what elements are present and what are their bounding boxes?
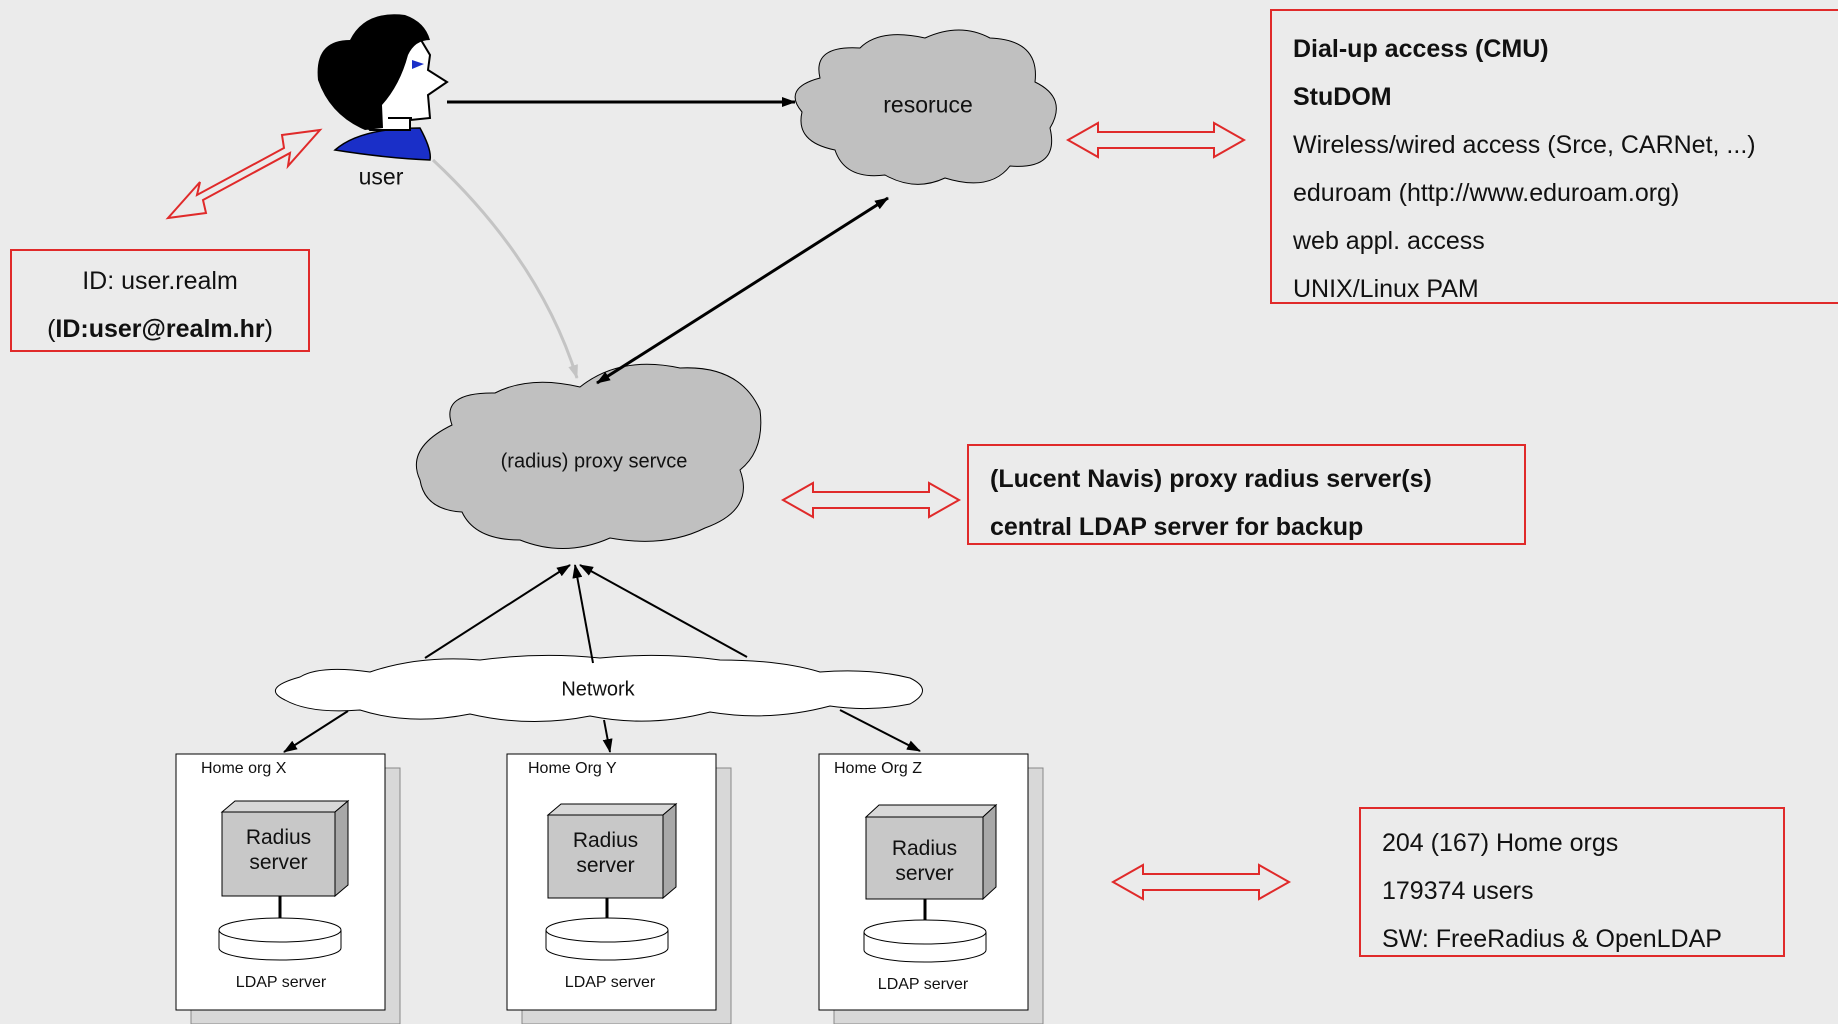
user-icon xyxy=(317,14,449,161)
id-paren-open: ( xyxy=(47,315,56,343)
stats-line: 204 (167) Home orgs xyxy=(1382,829,1619,857)
access-line: Wireless/wired access (Srce, CARNet, ...… xyxy=(1293,131,1756,159)
access-line: eduroam (http://www.eduroam.org) xyxy=(1293,179,1680,207)
access-line: web appl. access xyxy=(1293,227,1485,255)
home-org-z-radius-label: Radius server xyxy=(891,837,958,885)
proxy-line: central LDAP server for backup xyxy=(990,513,1364,541)
user-to-proxy-arrow xyxy=(431,158,579,379)
home-org-y-title: Home Org Y xyxy=(528,760,617,777)
home-org-z-ldap-label: LDAP server xyxy=(877,976,969,993)
proxy-resource-arrow xyxy=(596,196,889,385)
network-to-proxy-arrow-2 xyxy=(572,564,594,664)
home-org-y-radius-label: Radius server xyxy=(572,829,639,877)
home-org-x-title: Home org X xyxy=(201,760,287,777)
access-box: Dial-up access (CMU) StuDOM Wireless/wir… xyxy=(1270,9,1838,304)
id-box: ID: user.realm (ID:user@realm.hr) xyxy=(10,249,310,352)
network-cloud-label: Network xyxy=(561,678,635,701)
home-org-x-radius-label: Radius server xyxy=(245,826,312,874)
network-to-org-y-arrow xyxy=(602,719,613,753)
proxy-box: (Lucent Navis) proxy radius server(s) ce… xyxy=(967,444,1526,545)
network-to-org-z-arrow xyxy=(839,709,921,752)
id-line-2: (ID:user@realm.hr) xyxy=(12,305,308,353)
proxy-line: (Lucent Navis) proxy radius server(s) xyxy=(990,465,1432,493)
home-org-z-panel xyxy=(818,753,1044,1024)
stats-line: 179374 users xyxy=(1382,877,1534,905)
id-full: ID:user@realm.hr xyxy=(55,315,265,343)
network-to-proxy-arrow-1 xyxy=(424,564,571,659)
stats-double-arrow xyxy=(1110,863,1292,901)
proxy-double-arrow xyxy=(780,481,962,519)
id-line-1: ID: user.realm xyxy=(82,267,238,295)
access-line: Dial-up access (CMU) xyxy=(1293,35,1549,63)
resource-cloud xyxy=(794,29,1057,185)
proxy-cloud xyxy=(415,363,762,549)
proxy-cloud-label: (radius) proxy servce xyxy=(500,450,688,473)
stats-line: SW: FreeRadius & OpenLDAP xyxy=(1382,925,1722,953)
home-org-y-panel xyxy=(506,753,732,1024)
access-line: UNIX/Linux PAM xyxy=(1293,275,1479,303)
home-org-z-title: Home Org Z xyxy=(834,760,923,777)
home-org-x-panel xyxy=(175,753,401,1024)
id-paren-close: ) xyxy=(264,315,273,343)
network-to-org-x-arrow xyxy=(283,710,349,753)
network-cloud xyxy=(274,654,923,722)
access-double-arrow xyxy=(1065,121,1247,159)
home-org-y-ldap-label: LDAP server xyxy=(564,974,656,991)
access-line: StuDOM xyxy=(1293,83,1392,111)
id-double-arrow xyxy=(165,128,323,220)
user-label: user xyxy=(358,163,404,190)
home-org-x-ldap-label: LDAP server xyxy=(235,974,327,991)
stats-box: 204 (167) Home orgs 179374 users SW: Fre… xyxy=(1359,807,1785,957)
resource-cloud-label: resoruce xyxy=(883,91,973,118)
network-to-proxy-arrow-3 xyxy=(579,564,748,658)
